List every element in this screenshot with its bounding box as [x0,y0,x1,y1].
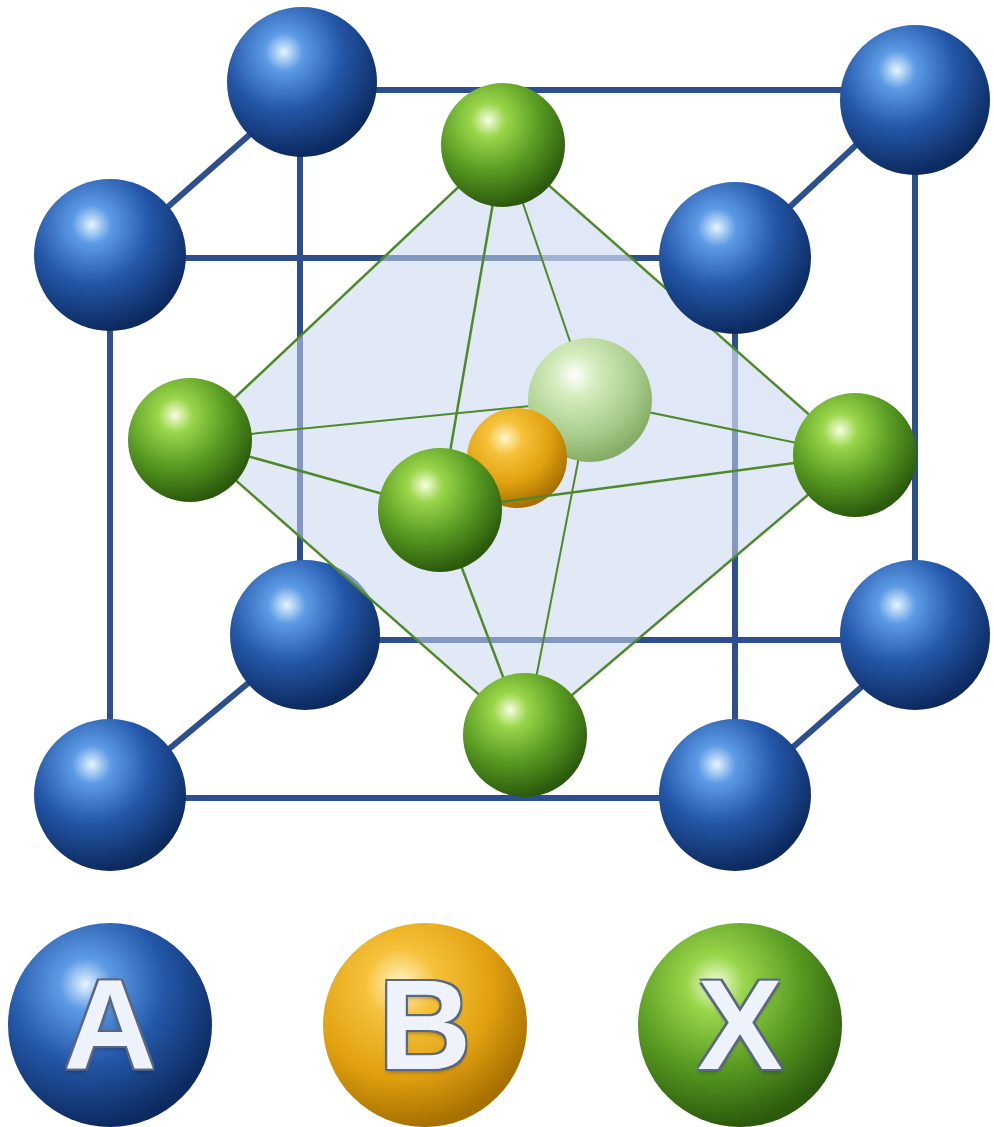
site-letter: B [323,923,527,1127]
x-site-legend-ball: X [638,923,842,1127]
front-a-sites [34,179,811,871]
a-site-legend-ball: A [8,923,212,1127]
site-letter: A [8,923,212,1127]
site-letter: X [638,923,842,1127]
b-site-legend-ball: B [323,923,527,1127]
octahedron [128,83,917,797]
